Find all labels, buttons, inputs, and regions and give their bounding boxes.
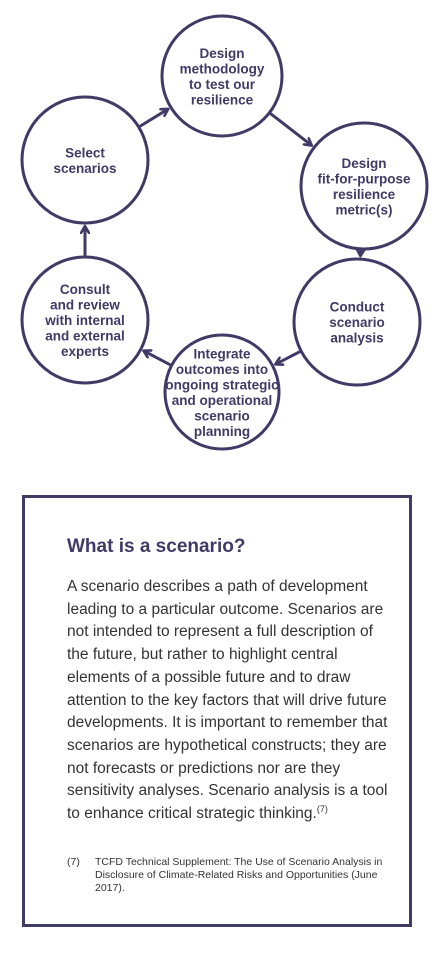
footnote: (7) TCFD Technical Supplement: The Use o… [67, 856, 387, 895]
node-label-line: Consult [60, 282, 111, 297]
footnote-number: (7) [67, 856, 80, 868]
box-body: A scenario describes a path of developme… [67, 576, 397, 826]
cycle-arrow [138, 109, 167, 128]
node-label-line: with internal [44, 313, 125, 328]
footnote-text: TCFD Technical Supplement: The Use of Sc… [95, 856, 383, 894]
cycle-arrow [276, 350, 301, 364]
node-label-line: fit-for-purpose [318, 171, 411, 186]
node-label-line: Design [199, 46, 244, 61]
node-circle [299, 121, 429, 251]
node-label-line: and operational [172, 393, 273, 408]
node-circle [160, 14, 284, 138]
node-circle [20, 255, 150, 385]
footnote-reference: (7) [316, 803, 328, 814]
node-label-line: scenario [329, 315, 385, 330]
node-label-line: and external [45, 329, 125, 344]
node-label-line: analysis [330, 331, 383, 346]
node-label-line: resilience [191, 92, 254, 107]
box-title: What is a scenario? [67, 536, 246, 557]
cycle-arrow [269, 112, 311, 145]
node-label-line: metric(s) [335, 202, 392, 217]
cycle-arrows [85, 109, 361, 367]
node-circle [292, 257, 422, 387]
node-label-line: scenarios [53, 161, 116, 176]
node-label-line: outcomes into [176, 362, 268, 377]
node-circle [163, 333, 281, 451]
cycle-arrow [144, 351, 172, 367]
node-circle [20, 95, 150, 225]
node-label-line: scenario [194, 408, 250, 423]
node-label-line: experts [61, 344, 109, 359]
node-label-line: to test our [189, 77, 256, 92]
node-label-line: methodology [180, 61, 265, 76]
node-label-line: planning [194, 424, 250, 439]
node-label-line: and review [50, 298, 120, 313]
node-label-line: Select [65, 145, 105, 160]
box-body-text: A scenario describes a path of developme… [67, 578, 388, 823]
node-label-line: ongoing strategic [165, 377, 279, 392]
node-label-line: Integrate [193, 346, 251, 361]
node-label-line: Conduct [330, 300, 385, 315]
node-label-line: Design [341, 156, 386, 171]
node-label-line: resilience [333, 187, 396, 202]
scenario-definition-box: What is a scenario? A scenario describes… [22, 495, 412, 927]
